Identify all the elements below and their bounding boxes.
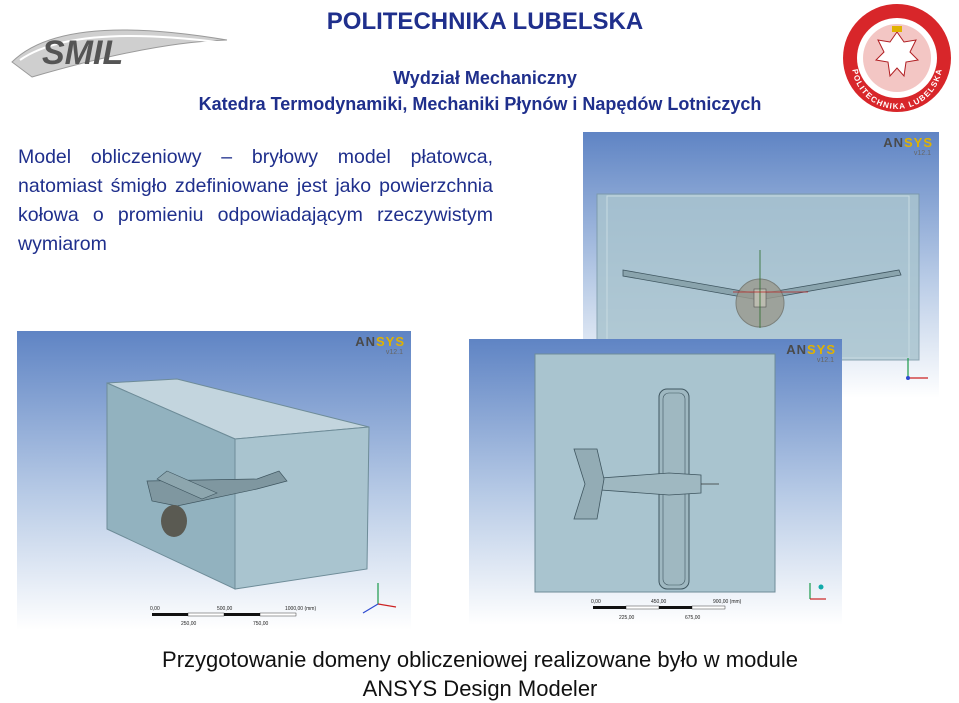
scale-label: 225,00 [619,615,635,621]
scale-label: 500,00 [217,606,233,612]
university-title: POLITECHNIKA LUBELSKA [326,8,644,35]
scale-label: 675,00 [685,615,701,621]
ansys-logo: ANSYS [786,342,836,357]
ansys-version: v12.1 [913,150,931,157]
smil-logo-text: SMIL [42,34,123,72]
caption-line-1: Przygotowanie domeny obliczeniowej reali… [162,647,798,672]
ansys-version: v12.1 [816,357,834,364]
ansys-version: v12.1 [385,349,403,356]
ansys-top-view-screenshot: ANSYS v12.1 0,00 450,00 900,00 (mm) 225,… [469,339,842,625]
scale-label: 0,00 [591,599,601,605]
scale-label: 1000,00 (mm) [285,606,316,612]
caption: Przygotowanie domeny obliczeniowej reali… [80,645,880,703]
scale-label: 250,00 [181,621,197,627]
scale-label: 0,00 [150,606,160,612]
ansys-isometric-view-screenshot: ANSYS v12.1 0,00 500,00 1000,00 (mm) 250… [17,331,411,630]
smil-logo: SMIL [2,2,242,92]
ansys-logo: ANSYS [883,135,933,150]
scale-label: 900,00 (mm) [713,599,742,605]
scale-label: 450,00 [651,599,667,605]
ansys-logo: ANSYS [355,334,405,349]
department-name: Katedra Termodynamiki, Mechaniki Płynów … [198,94,762,114]
university-seal: POLITECHNIKA LUBELSKA [838,2,956,114]
caption-line-2: ANSYS Design Modeler [362,676,598,701]
faculty-name: Wydział Mechaniczny [393,68,577,88]
scale-label: 750,00 [253,621,269,627]
description-paragraph: Model obliczeniowy – bryłowy model płato… [18,146,493,255]
